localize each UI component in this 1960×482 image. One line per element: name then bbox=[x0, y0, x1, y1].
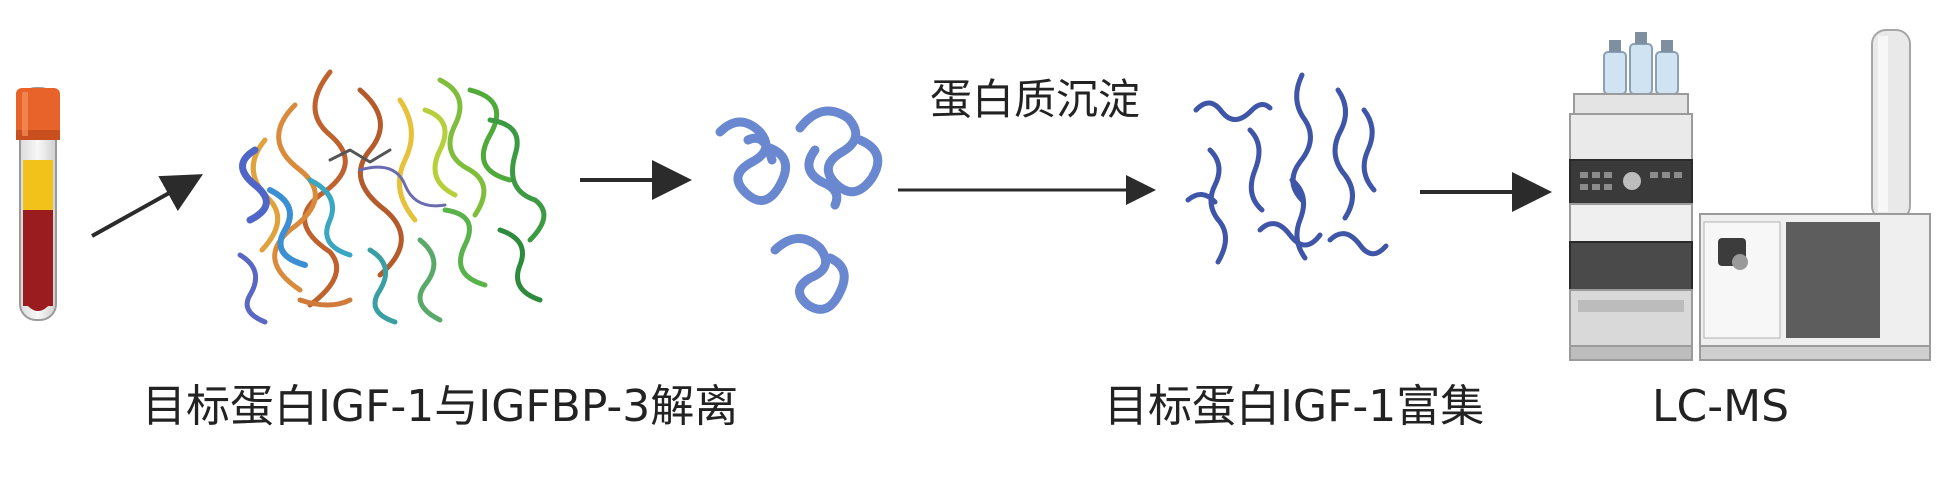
blood-tube-icon bbox=[16, 87, 60, 321]
unfolded-peptide-icon bbox=[1185, 72, 1389, 265]
enrichment-caption: 目标蛋白IGF-1富集 bbox=[1104, 381, 1485, 432]
free-protein-icon bbox=[715, 106, 883, 314]
dissociation-caption: 目标蛋白IGF-1与IGFBP-3解离 bbox=[142, 381, 739, 432]
precipitation-label: 蛋白质沉淀 bbox=[930, 75, 1140, 124]
lc-ms-instrument-icon bbox=[1569, 29, 1931, 361]
arrow-1 bbox=[91, 174, 203, 238]
protein-complex-icon bbox=[237, 69, 547, 325]
solvent-bottles-icon bbox=[1603, 32, 1679, 95]
lc-ms-caption: LC-MS bbox=[1652, 381, 1790, 432]
